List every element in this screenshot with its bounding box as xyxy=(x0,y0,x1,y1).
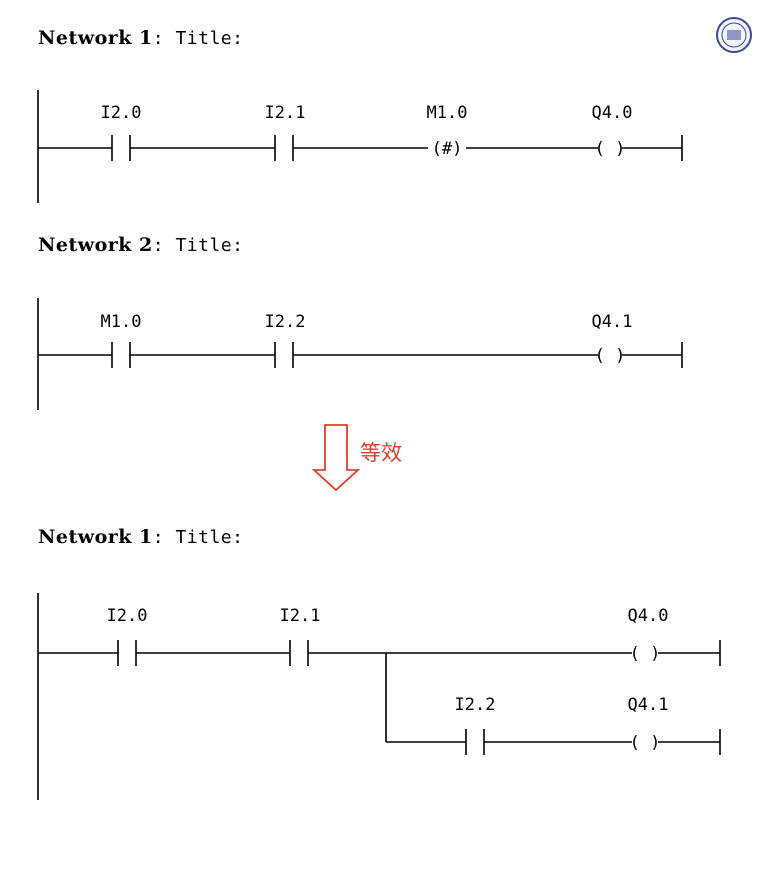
network-1-title-name: Network 1 xyxy=(38,27,153,49)
output-coil: ( ) xyxy=(630,644,661,664)
label-i2-1: I2.1 xyxy=(280,606,321,626)
merged-network-title: Network 1: Title: xyxy=(38,526,243,548)
label-i2-0: I2.0 xyxy=(101,103,142,123)
network-1-title-suffix: : Title: xyxy=(152,28,244,49)
equivalent-label: 等效 xyxy=(360,441,402,465)
network-1-rungs xyxy=(37,90,683,203)
network-2-rungs xyxy=(37,298,683,410)
university-seal-icon xyxy=(716,17,752,53)
label-q4-0: Q4.0 xyxy=(628,606,669,626)
down-arrow-icon xyxy=(311,424,361,492)
label-i2-2: I2.2 xyxy=(265,312,306,332)
label-q4-1: Q4.1 xyxy=(628,695,669,715)
network-2-title-suffix: : Title: xyxy=(152,235,244,256)
label-m1-0: M1.0 xyxy=(427,103,468,123)
network-2-title-name: Network 2 xyxy=(38,234,153,256)
merged-network-title-name: Network 1 xyxy=(38,526,153,548)
label-m1-0: M1.0 xyxy=(101,312,142,332)
network-1-title: Network 1: Title: xyxy=(38,27,243,49)
label-q4-0: Q4.0 xyxy=(592,103,633,123)
label-i2-2: I2.2 xyxy=(455,695,496,715)
label-q4-1: Q4.1 xyxy=(592,312,633,332)
output-coil: ( ) xyxy=(595,346,626,366)
merged-network-rungs xyxy=(37,593,721,800)
label-i2-0: I2.0 xyxy=(107,606,148,626)
network-2-title: Network 2: Title: xyxy=(38,234,243,256)
output-coil: ( ) xyxy=(630,733,661,753)
label-i2-1: I2.1 xyxy=(265,103,306,123)
midline-coil: (#) xyxy=(432,139,463,159)
output-coil: ( ) xyxy=(595,139,626,159)
merged-network-title-suffix: : Title: xyxy=(152,527,244,548)
